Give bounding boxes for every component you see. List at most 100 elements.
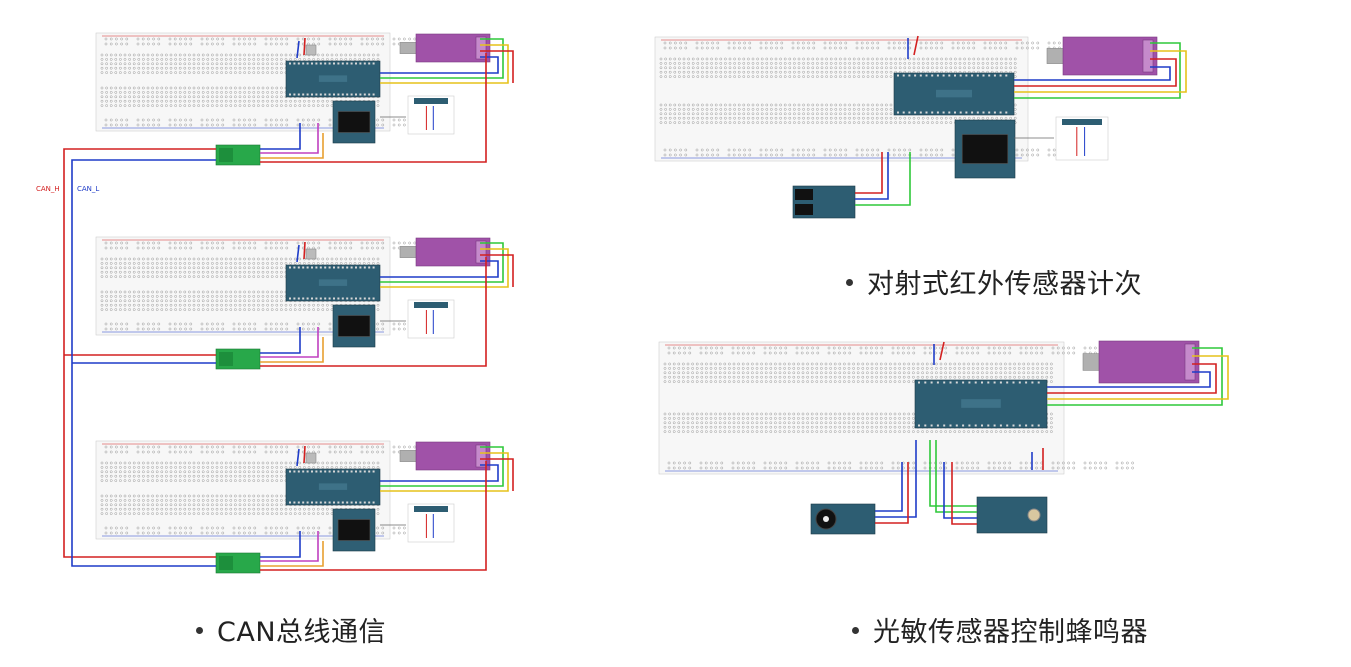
stlink-header [475,240,487,264]
mcu-pin [324,93,327,96]
mcu-pin [302,266,305,269]
mcu-pin [993,74,996,77]
mcu-pin [302,62,305,65]
wire-swclk [380,446,504,487]
mcu-pin [311,62,313,65]
wire-buz-vcc [875,462,909,524]
mcu-pin [297,62,300,65]
wire-can-vcc [260,461,487,571]
aux-header [414,302,448,308]
mcu-pin [363,62,366,65]
mcu-pin [971,74,974,77]
mcu-pin [333,501,335,504]
mcu-pin [959,74,962,77]
mcu-pin [328,266,331,269]
jumper [303,37,306,56]
mcu-pin [350,470,353,473]
mcu-chip [318,279,348,286]
wire-can-rx [260,531,319,562]
mcu-pin [328,93,331,96]
oled-can-2 [332,304,376,348]
mcu-pin [289,297,291,300]
mcu-pin [942,74,945,77]
mcu-pin [341,501,344,504]
breadboard-can-3 [95,440,433,540]
mcu-pin [908,111,911,114]
can-l-label: CAN_L [77,185,100,193]
stlink-can-1 [399,33,491,63]
mcu-pin [924,381,927,384]
breadboard-holes [663,41,1088,50]
mcu-pin [297,297,300,300]
wire-gnd [1014,66,1171,81]
mcu-pin [954,111,956,114]
usb-plug [399,42,419,54]
oled-screen [337,111,371,133]
mcu-pin [988,111,991,114]
mcu-chip [318,75,348,82]
wire-3v3 [480,50,514,83]
mcu-pin [948,111,951,114]
mcu-pin [976,111,979,114]
wire-gnd [380,260,499,278]
mcu-pin [372,297,375,300]
mcu-pin [902,111,905,114]
mcu-pin [1037,381,1040,384]
mcu-pin [1006,381,1009,384]
mcu-chip [961,399,1001,408]
wire-3v3 [480,458,514,491]
mcu-pin [368,470,371,473]
mcu-pin [1012,381,1015,384]
mcu-chip [318,483,348,490]
mcu-pin [302,93,305,96]
oled-screen [961,134,1009,164]
mcu-pin [306,470,309,473]
mcu-pin [324,266,327,269]
mcu-pin [359,93,362,96]
mcu-pin [987,424,990,427]
stlink-light [1082,340,1200,384]
mcu-pin [311,266,313,269]
mcu-pin [346,501,349,504]
mcu-pin [976,74,979,77]
mcu-pin [999,111,1002,114]
mcu-pin [311,93,313,96]
wire-gnd [1047,371,1211,388]
wire-can-gnd [260,327,301,354]
mcu-pin [919,74,922,77]
mcu-pin [333,93,335,96]
mcu-pin [988,74,991,77]
jumper [303,445,306,464]
usb-plug [1082,353,1102,371]
mcu-pin [372,93,375,96]
wire-3v3 [480,254,514,287]
mcu-pin [333,470,335,473]
mcu-pin [372,501,375,504]
mcu-pin [337,501,340,504]
mcu-pin [297,266,300,269]
mcu-pin [359,62,362,65]
mcu-pin [359,297,362,300]
mcu-pin [962,424,965,427]
mcu-can-2 [285,264,381,302]
mcu-pin [368,501,371,504]
wire-ir-vcc [855,152,883,194]
usb-plug [1046,48,1066,64]
mcu-pin [346,266,349,269]
mcu-pin [372,62,375,65]
mcu-can-3 [285,468,381,506]
wire-can-tx [260,337,324,363]
mcu-pin [293,297,296,300]
mcu-pin [936,424,939,427]
mcu-pin [936,111,939,114]
oled-screen [337,315,371,337]
buzzer-hole [823,516,829,522]
oled-can-1 [332,100,376,144]
wire-swdio [1047,355,1229,400]
wire-3v3 [1014,58,1177,87]
caption-can: CAN总线通信 [196,610,386,649]
mcu-pin [1005,74,1008,77]
caption-can-text: CAN总线通信 [217,617,387,648]
mcu-pin [962,381,965,384]
mcu-pin [1006,424,1009,427]
